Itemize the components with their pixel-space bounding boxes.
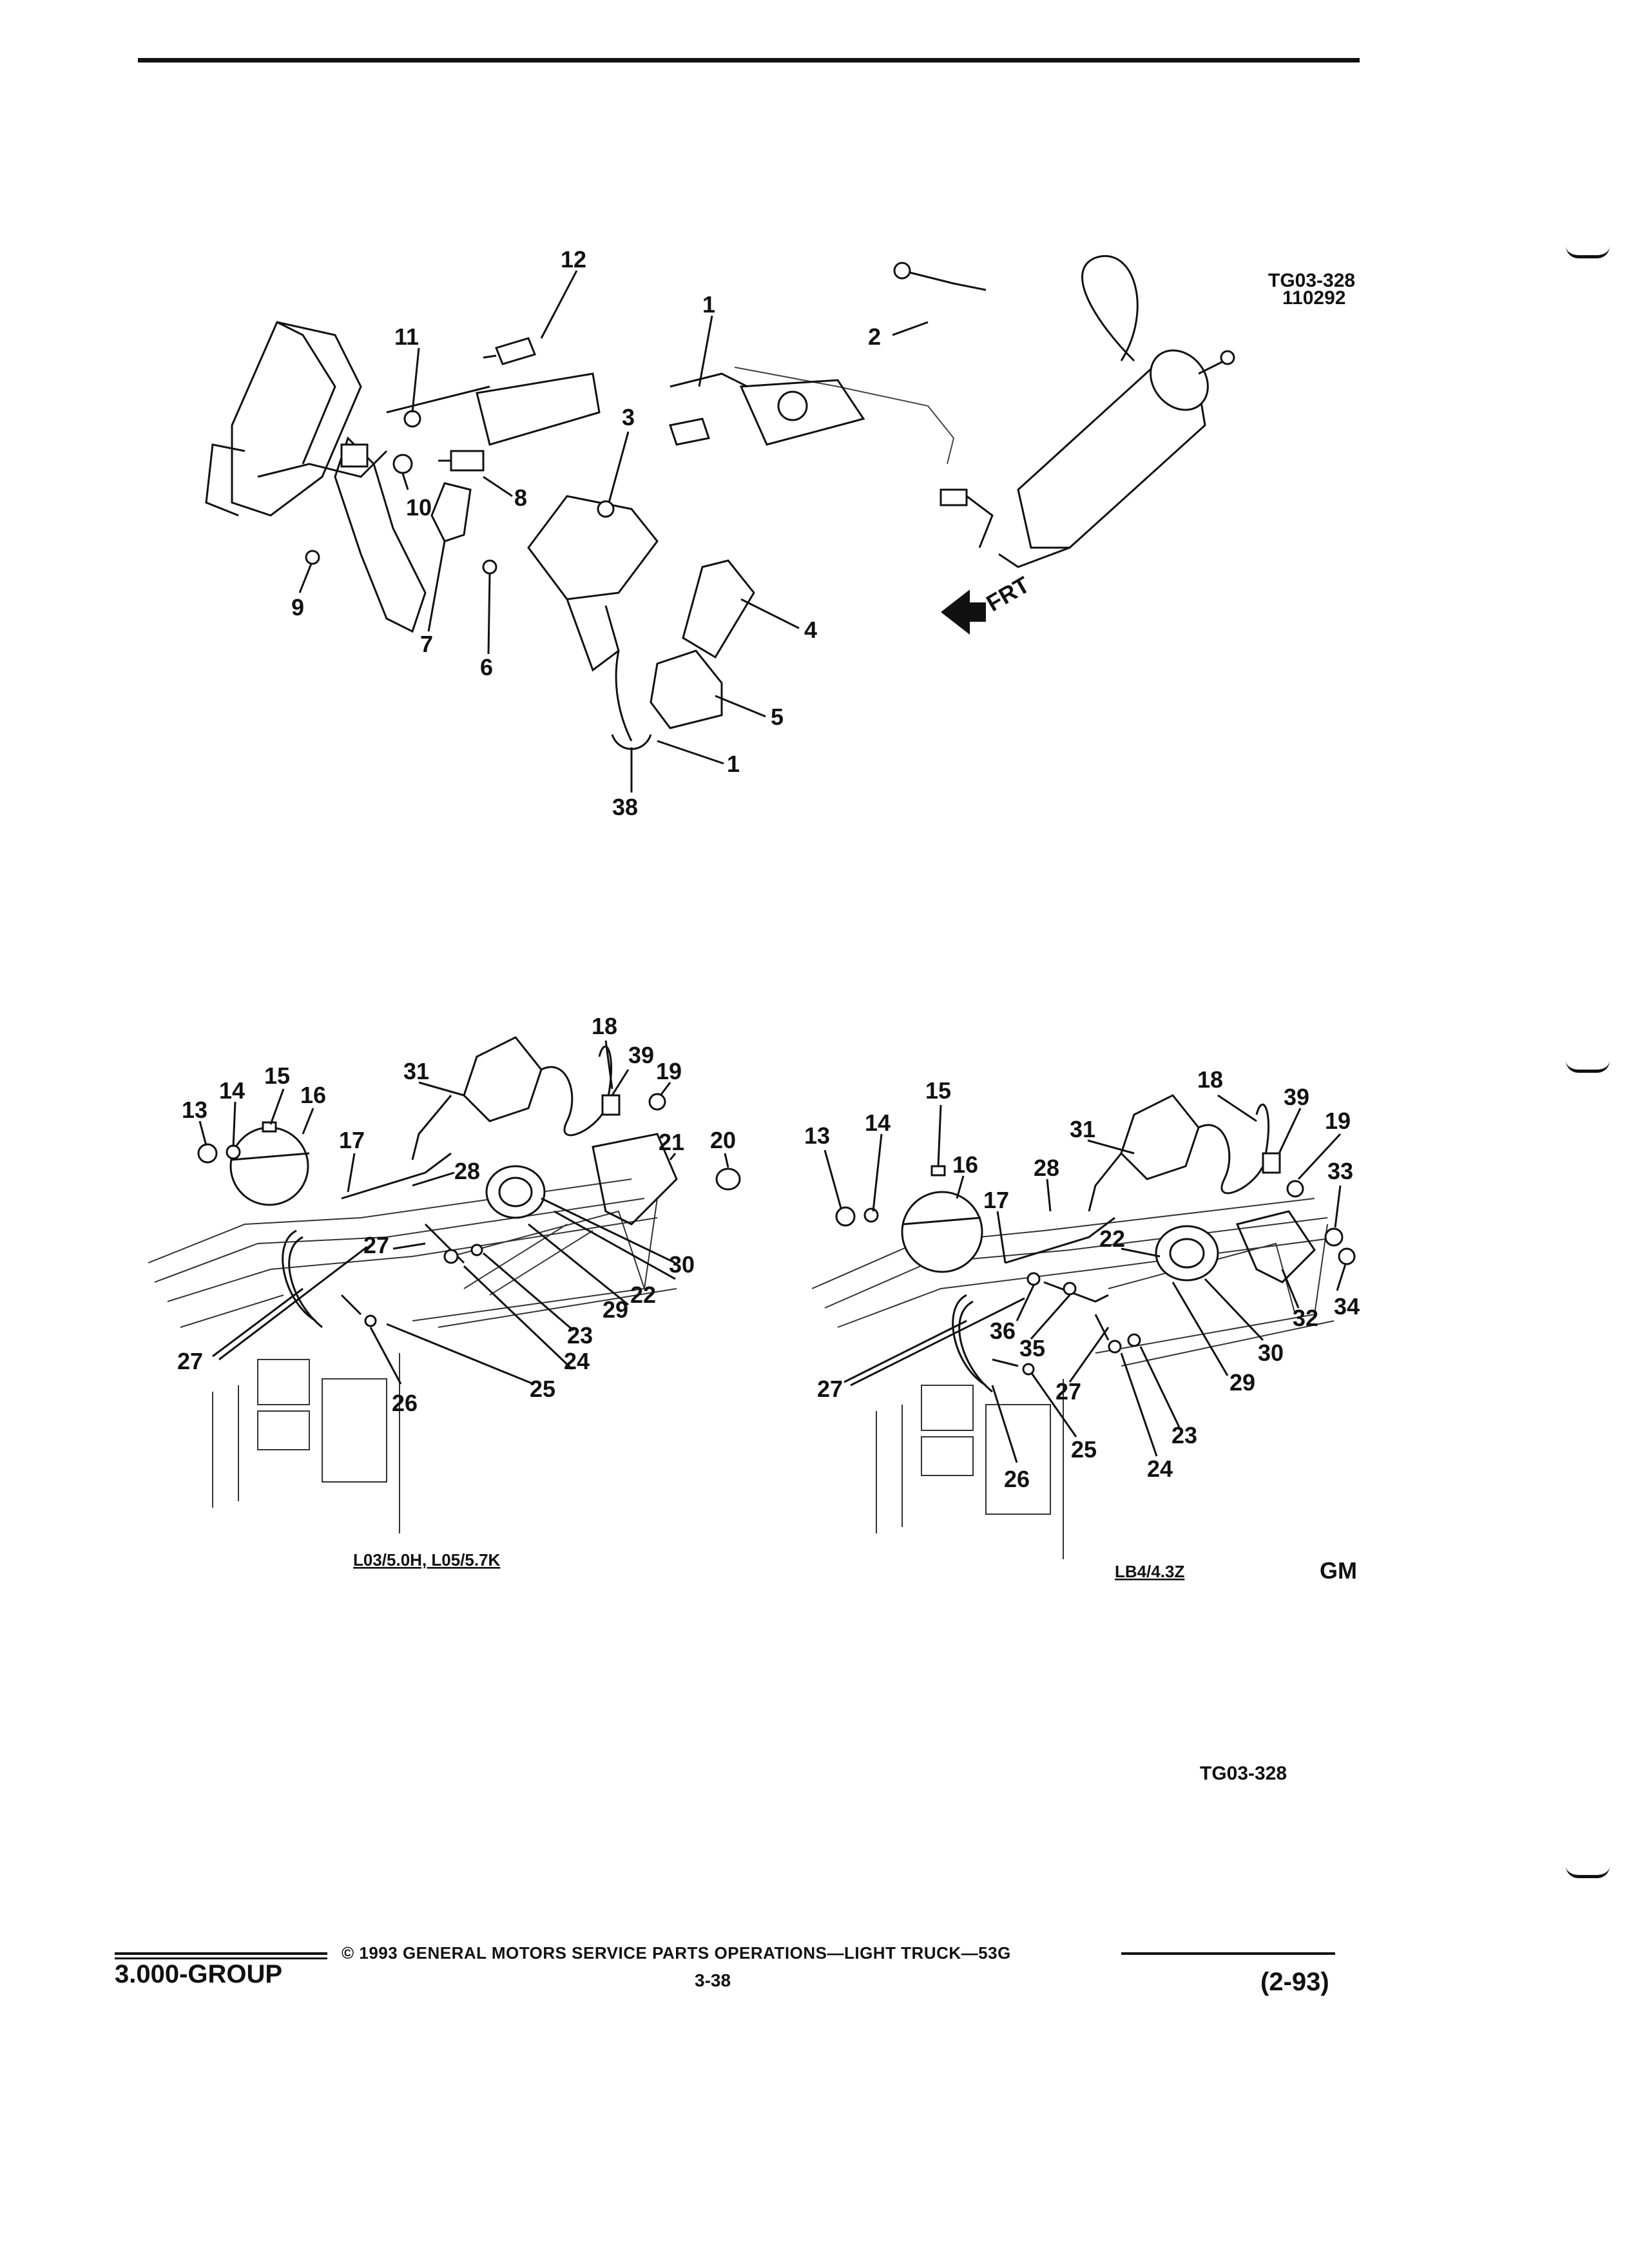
direction-label: FRT bbox=[982, 571, 1034, 617]
callout-r30: 30 bbox=[1258, 1340, 1284, 1366]
callout-r36: 36 bbox=[990, 1318, 1016, 1344]
callout-20: 20 bbox=[710, 1127, 736, 1153]
callout-r23: 23 bbox=[1171, 1422, 1197, 1448]
callout-4: 4 bbox=[804, 617, 817, 643]
callout-r18: 18 bbox=[1197, 1066, 1223, 1093]
callout-17: 17 bbox=[339, 1127, 365, 1153]
callout-21: 21 bbox=[659, 1129, 684, 1155]
callout-r31: 31 bbox=[1070, 1116, 1095, 1142]
margin-mark bbox=[1566, 1061, 1610, 1073]
callout-r27a: 27 bbox=[1055, 1378, 1081, 1405]
callout-r16: 16 bbox=[952, 1151, 978, 1178]
callout-r15: 15 bbox=[925, 1077, 951, 1104]
callout-38: 38 bbox=[612, 794, 638, 820]
callout-1: 1 bbox=[702, 291, 715, 318]
callout-r24: 24 bbox=[1147, 1456, 1173, 1482]
callout-39: 39 bbox=[628, 1042, 654, 1068]
callout-r32: 32 bbox=[1293, 1305, 1318, 1331]
callout-29: 29 bbox=[602, 1296, 628, 1323]
callout-2: 2 bbox=[868, 323, 881, 350]
callout-11: 11 bbox=[394, 323, 419, 350]
callout-16: 16 bbox=[300, 1082, 326, 1108]
callout-3: 3 bbox=[622, 404, 635, 430]
callout-5: 5 bbox=[771, 704, 784, 730]
callout-10: 10 bbox=[406, 494, 432, 521]
callout-7: 7 bbox=[420, 631, 433, 657]
callout-r19: 19 bbox=[1325, 1108, 1351, 1134]
callout-r26: 26 bbox=[1004, 1466, 1030, 1492]
margin-mark bbox=[1566, 246, 1610, 258]
bottom-right-assembly: 15 18 39 19 13 14 16 31 33 28 17 22 34 3… bbox=[804, 1066, 1360, 1584]
callout-24: 24 bbox=[564, 1348, 590, 1374]
callout-r27b: 27 bbox=[817, 1376, 843, 1402]
callout-r14: 14 bbox=[865, 1110, 891, 1136]
callout-r25: 25 bbox=[1071, 1436, 1097, 1463]
margin-mark bbox=[1566, 1866, 1610, 1878]
footer-page-number: 3-38 bbox=[695, 1970, 731, 1990]
footer-rule-left bbox=[115, 1952, 327, 1955]
callout-r17: 17 bbox=[983, 1187, 1009, 1213]
footer-rule-right bbox=[1121, 1952, 1335, 1955]
callout-r29: 29 bbox=[1229, 1369, 1255, 1396]
callout-r34: 34 bbox=[1334, 1293, 1360, 1320]
front-arrow-icon bbox=[941, 590, 986, 635]
callout-r13: 13 bbox=[804, 1122, 830, 1149]
footer-copyright: © 1993 GENERAL MOTORS SERVICE PARTS OPER… bbox=[342, 1943, 1011, 1963]
top-assembly: 12 11 1 2 3 10 8 9 7 6 4 5 1 38 FRT TG03… bbox=[205, 246, 1355, 820]
callout-r28: 28 bbox=[1034, 1155, 1059, 1181]
callout-28: 28 bbox=[454, 1158, 480, 1184]
callout-27a: 27 bbox=[363, 1232, 389, 1258]
footer-group: 3.000-GROUP bbox=[115, 1960, 283, 1988]
callout-18: 18 bbox=[592, 1013, 617, 1039]
callout-8: 8 bbox=[514, 485, 527, 511]
callout-23: 23 bbox=[567, 1322, 593, 1349]
callout-6: 6 bbox=[480, 654, 493, 680]
callout-9: 9 bbox=[291, 594, 304, 620]
callout-27b: 27 bbox=[177, 1348, 203, 1374]
footer-rule-left-2 bbox=[115, 1957, 327, 1959]
callout-r22: 22 bbox=[1099, 1225, 1125, 1252]
callout-25: 25 bbox=[530, 1376, 555, 1402]
callout-19: 19 bbox=[656, 1058, 682, 1084]
gm-logo: GM bbox=[1320, 1557, 1357, 1584]
figure-code-top: TG03-328 bbox=[1268, 270, 1355, 291]
caption-left: L03/5.0H, L05/5.7K bbox=[353, 1550, 501, 1570]
callout-15: 15 bbox=[264, 1062, 290, 1089]
figure-code-bottom: TG03-328 bbox=[1200, 1763, 1287, 1784]
callout-r33: 33 bbox=[1327, 1158, 1353, 1184]
callout-13: 13 bbox=[182, 1097, 207, 1123]
top-rule bbox=[138, 58, 1360, 62]
callout-31: 31 bbox=[403, 1058, 429, 1084]
figure-date: 110292 bbox=[1282, 287, 1345, 309]
callout-1b: 1 bbox=[727, 751, 740, 777]
callout-r35: 35 bbox=[1019, 1335, 1045, 1361]
callout-26: 26 bbox=[392, 1390, 418, 1416]
callout-30: 30 bbox=[669, 1251, 695, 1278]
callout-r39: 39 bbox=[1284, 1084, 1309, 1110]
bottom-left-assembly: 18 39 19 31 15 14 16 13 17 20 21 28 27 2… bbox=[148, 1013, 741, 1570]
callout-14: 14 bbox=[219, 1077, 245, 1104]
caption-right: LB4/4.3Z bbox=[1115, 1562, 1184, 1581]
footer-date: (2-93) bbox=[1260, 1968, 1329, 1996]
callout-12: 12 bbox=[561, 246, 586, 273]
callout-22: 22 bbox=[630, 1282, 656, 1308]
